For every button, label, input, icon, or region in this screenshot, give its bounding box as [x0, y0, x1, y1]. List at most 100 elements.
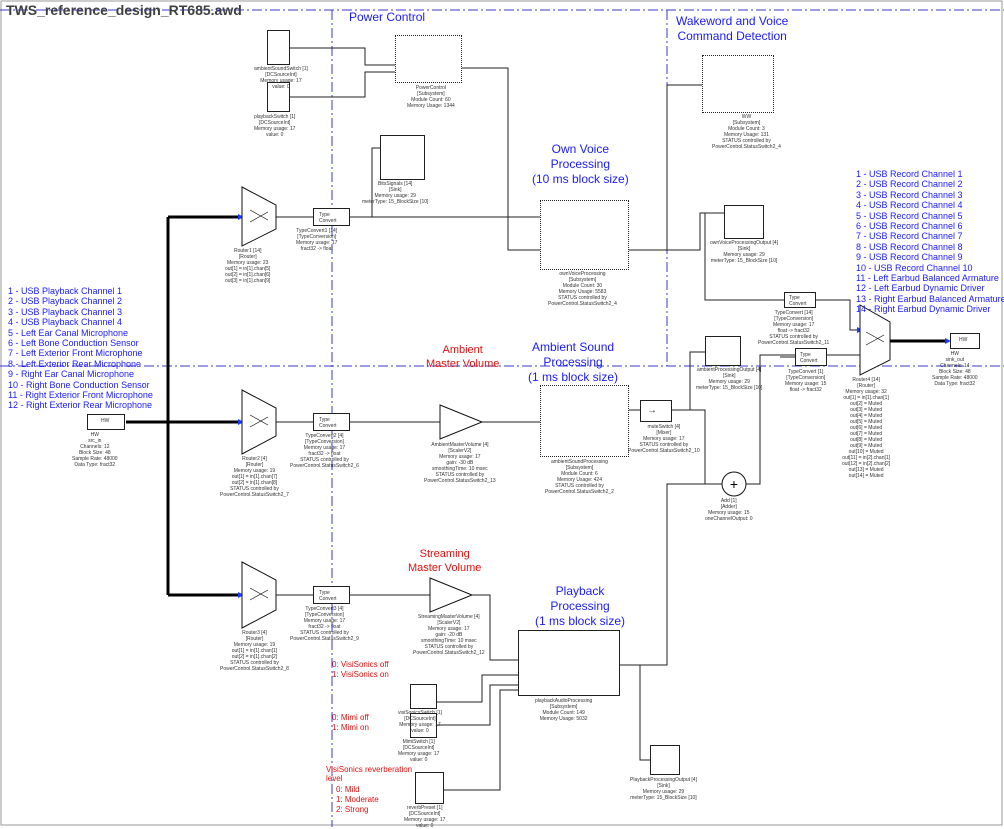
ambient-output-sink[interactable]	[705, 336, 741, 366]
playback-title: Playback Processing (1 ms block size)	[535, 584, 626, 628]
playback-caption: playbackAudioProcessing [Subsystem] Modu…	[535, 698, 593, 722]
output-channel-item: 2 - USB Record Channel 2	[856, 179, 963, 190]
reverb-option: 2: Strong	[336, 805, 369, 814]
router-shapes	[241, 186, 891, 629]
dc2-caption: playbackSwitch [1] [DCSourceInt] Memory …	[254, 114, 296, 138]
output-channel-item: 3 - USB Record Channel 3	[856, 189, 963, 200]
hw-input-module[interactable]: HW	[87, 414, 125, 430]
output-channel-item: 6 - USB Record Channel 6	[856, 221, 963, 232]
tc2-caption: TypeConvert2 [4] [TypeConversion] Memory…	[290, 433, 359, 469]
reverb-option: 1: Moderate	[336, 795, 379, 804]
ambient-subsystem[interactable]	[540, 385, 629, 457]
playback-subsystem[interactable]	[518, 630, 620, 696]
reverb-preset-source[interactable]	[415, 772, 444, 804]
power-control-subsystem[interactable]	[395, 35, 462, 83]
power-control-title: Power Control	[349, 10, 426, 24]
input-channel-item: 10 - Right Bone Conduction Sensor	[8, 379, 150, 390]
router1-caption: Router1 [14] [Router] Memory usage: 23 o…	[225, 248, 271, 284]
visisonics-switch-source[interactable]	[410, 684, 437, 709]
visisonics-option: 1: VisiSonics on	[332, 670, 389, 679]
input-channel-item: 9 - Right Ear Canal Microphone	[8, 369, 135, 380]
ambient-vol-caption: AmbientMasterVolume [4] [ScalerV2] Memor…	[424, 442, 496, 484]
input-channel-item: 11 - Right Exterior Front Microphone	[8, 390, 153, 401]
hw-output-module[interactable]: HW	[950, 333, 980, 349]
tc3-caption: TypeConvert3 [4] [TypeConversion] Memory…	[290, 606, 359, 642]
own-voice-subsystem[interactable]	[540, 200, 629, 270]
signal-wires	[276, 47, 860, 791]
tc1-caption: TypeConvert1 [14] [TypeConversion] Memor…	[296, 228, 338, 252]
dc-source-ambient[interactable]	[267, 30, 290, 65]
reverb-option: 0: Mild	[336, 785, 360, 794]
mimi-switch-source[interactable]	[410, 713, 437, 738]
mimi-option: 0: Mimi off	[332, 713, 369, 722]
input-channel-item: 7 - Left Exterior Front Microphone	[8, 348, 143, 359]
pb-sink-caption: PlaybackProcessingOutput [4] [Sink] Memo…	[630, 777, 697, 801]
ambient-master-label: Ambient Master Volume	[426, 344, 500, 370]
file-title: TWS_reference_design_RT685.awd	[6, 2, 242, 18]
tc-rec-caption: TypeConvert [1] [TypeConversion] Memory …	[785, 369, 827, 393]
input-channel-item: 8 - Left Exterior Rear Microphone	[8, 358, 142, 369]
streaming-master-label: Streaming Master Volume	[408, 548, 482, 574]
output-channel-item: 7 - USB Record Channel 7	[856, 231, 963, 242]
stream-vol-caption: StreamingMasterVolume [4] [ScalerV2] Mem…	[413, 614, 485, 656]
input-channel-item: 3 - USB Playback Channel 3	[8, 306, 123, 317]
mimi-dc-caption: MimiSwitch [1] [DCSourceInt] Memory usag…	[398, 739, 440, 763]
dc-source-playback[interactable]	[267, 82, 290, 112]
mute-switch[interactable]: →	[640, 400, 672, 422]
ambient-title: Ambient Sound Processing (1 ms block siz…	[528, 340, 619, 384]
reverb-dc-caption: reverbPreset [1] [DCSourceInt] Memory us…	[404, 805, 446, 829]
main-bus	[126, 215, 945, 597]
ambient-sink-caption: ambientProcessingOutput [4] [Sink] Memor…	[696, 367, 763, 391]
vs-dc-caption: visiSonicsSwitch [1] [DCSourceInt] Memor…	[398, 710, 442, 734]
output-channel-item: 14 - Right Earbud Dynamic Driver	[856, 304, 991, 315]
output-channel-item: 11 - Left Earbud Balanced Armature	[856, 273, 999, 284]
visisonics-option: 0: VisiSonics off	[332, 660, 389, 669]
bits-signals-sink[interactable]	[380, 135, 425, 180]
router3-caption: Router3 [4] [Router] Memory usage: 19 ou…	[220, 630, 289, 672]
own-voice-output-sink[interactable]	[724, 205, 764, 239]
power-control-caption: PowerControl [Subsystem] Module Count: 6…	[407, 85, 455, 109]
adder-circle	[721, 471, 747, 497]
router-out-caption: Router4 [14] [Router] Memory usage: 32 o…	[842, 377, 891, 479]
router-glyphs	[249, 209, 885, 601]
mimi-option: 1: Mimi on	[332, 723, 369, 732]
ov-sink-caption: ownVoiceProcessingOutput [4] [Sink] Memo…	[710, 240, 779, 264]
input-channel-item: 1 - USB Playback Channel 1	[8, 286, 123, 296]
own-voice-caption: ownVoiceProcessing [Subsystem] Module Co…	[548, 271, 617, 307]
output-module-caption: HW sink_out Channels: 14 Block Size: 48 …	[932, 351, 978, 387]
bits-signals-caption: BitsSignals [14] [Sink] Memory usage: 29…	[362, 181, 429, 205]
wakeword-subsystem[interactable]	[702, 55, 774, 113]
input-channel-item: 2 - USB Playback Channel 2	[8, 296, 123, 307]
output-channel-item: 4 - USB Record Channel 4	[856, 200, 963, 211]
input-module-caption: HW src_in Channels: 12 Block Size: 48 Sa…	[72, 432, 118, 468]
adder-plus: +	[730, 476, 738, 492]
tc-out-caption: TypeConvert [14] [TypeConversion] Memory…	[758, 310, 830, 346]
output-channel-item: 1 - USB Record Channel 1	[856, 169, 963, 179]
router2-caption: Router2 [4] [Router] Memory usage: 19 ou…	[220, 456, 289, 498]
input-channel-item: 12 - Right Exterior Rear Microphone	[8, 400, 153, 411]
playback-output-sink[interactable]	[650, 745, 680, 775]
own-voice-title: Own Voice Processing (10 ms block size)	[532, 142, 629, 186]
output-channel-item: 5 - USB Record Channel 5	[856, 210, 963, 221]
dc1-caption: ambientSoundSwitch [1] [DCSourceInt] Mem…	[254, 66, 308, 90]
output-channel-item: 8 - USB Record Channel 8	[856, 241, 963, 252]
ambient-proc-caption: ambientSoundProcessing [Subsystem] Modul…	[545, 459, 614, 495]
mute-switch-caption: muteSwitch [4] [Mixer] Memory usage: 17 …	[628, 424, 700, 454]
input-channel-item: 5 - Left Ear Canal Microphone	[8, 327, 129, 338]
input-channel-item: 6 - Left Bone Conduction Sensor	[8, 338, 139, 349]
gain-shapes	[429, 404, 484, 613]
output-channel-item: 12 - Left Earbud Dynamic Driver	[856, 283, 985, 294]
output-channel-item: 9 - USB Record Channel 9	[856, 252, 963, 263]
